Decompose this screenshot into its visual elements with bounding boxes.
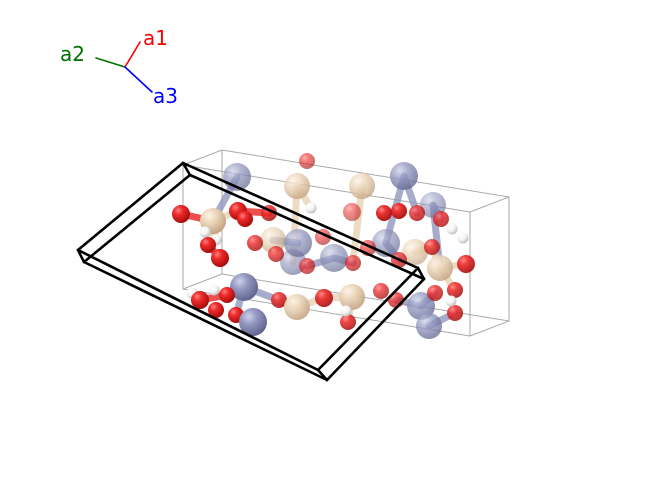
atom-silicon[interactable] [349, 173, 375, 199]
axis-label-a2: a2 [60, 42, 85, 66]
atom-metal[interactable] [390, 162, 418, 190]
atom-hydrogen[interactable] [340, 305, 352, 317]
atom-oxygen[interactable] [373, 283, 389, 299]
atom-oxygen[interactable] [376, 205, 392, 221]
atom-metal[interactable] [239, 308, 267, 336]
unit-cell-edge [82, 173, 192, 264]
atom-oxygen[interactable] [340, 314, 356, 330]
atom-oxygen[interactable] [391, 203, 407, 219]
axis-indicator [95, 41, 153, 93]
atom-silicon[interactable] [339, 284, 365, 310]
atom-oxygen[interactable] [299, 153, 315, 169]
unit-cell-edge [316, 266, 420, 372]
atom-oxygen[interactable] [172, 205, 190, 223]
atom-oxygen[interactable] [299, 258, 315, 274]
atom-oxygen[interactable] [447, 282, 463, 298]
unit-cell-edge [181, 161, 420, 270]
atom-oxygen[interactable] [237, 211, 253, 227]
unit-cell-edge [316, 368, 329, 382]
bounding-box-edge [469, 196, 510, 213]
unit-cell-edge [188, 173, 426, 281]
atom-oxygen[interactable] [219, 287, 235, 303]
primitive-unit-cell [76, 161, 426, 382]
atom-silicon[interactable] [427, 255, 453, 281]
atom-silicon[interactable] [402, 239, 428, 265]
atom-oxygen[interactable] [447, 305, 463, 321]
axis-line-a3 [124, 66, 153, 93]
atom-oxygen[interactable] [247, 235, 263, 251]
axis-label-a3: a3 [153, 84, 178, 108]
axis-label-a1: a1 [143, 26, 168, 50]
axis-line-a1 [124, 41, 141, 68]
atom-hydrogen[interactable] [457, 232, 469, 244]
unit-cell-edge [76, 248, 86, 264]
atom-metal[interactable] [230, 273, 258, 301]
atom-metal[interactable] [284, 229, 312, 257]
atom-oxygen[interactable] [433, 211, 449, 227]
atom-metal[interactable] [320, 244, 348, 272]
atom-metal[interactable] [407, 292, 435, 320]
atom-oxygen[interactable] [315, 289, 333, 307]
atom-oxygen[interactable] [343, 203, 361, 221]
bounding-box-edge [182, 273, 223, 290]
atom-hydrogen[interactable] [199, 226, 211, 238]
atom-oxygen[interactable] [409, 205, 425, 221]
atom-oxygen[interactable] [191, 291, 209, 309]
atom-silicon[interactable] [284, 173, 310, 199]
atom-oxygen[interactable] [424, 239, 440, 255]
atom-oxygen[interactable] [208, 302, 224, 318]
unit-cell-edge [181, 161, 192, 177]
atom-group[interactable] [172, 153, 475, 339]
atom-oxygen[interactable] [457, 255, 475, 273]
atom-oxygen[interactable] [271, 292, 287, 308]
unit-cell-edge [325, 277, 426, 382]
unit-cell-edge [82, 260, 329, 382]
bounding-box-edge [469, 320, 510, 337]
atom-hydrogen[interactable] [208, 284, 220, 296]
atom-silicon[interactable] [284, 294, 310, 320]
atom-hydrogen[interactable] [446, 223, 458, 235]
axis-line-a2 [95, 57, 126, 68]
unit-cell-edge [76, 161, 185, 252]
atom-metal[interactable] [416, 313, 442, 339]
unit-cell-edge [76, 248, 320, 372]
bounding-box-edge [182, 149, 223, 166]
unit-cell-edge [416, 266, 426, 281]
atom-oxygen[interactable] [427, 285, 443, 301]
atom-oxygen[interactable] [268, 246, 284, 262]
atom-hydrogen[interactable] [445, 295, 457, 307]
atom-oxygen[interactable] [200, 237, 216, 253]
atom-oxygen[interactable] [211, 249, 229, 267]
atom-oxygen[interactable] [345, 255, 361, 271]
atom-hydrogen[interactable] [305, 202, 317, 214]
atom-silicon[interactable] [260, 227, 286, 253]
